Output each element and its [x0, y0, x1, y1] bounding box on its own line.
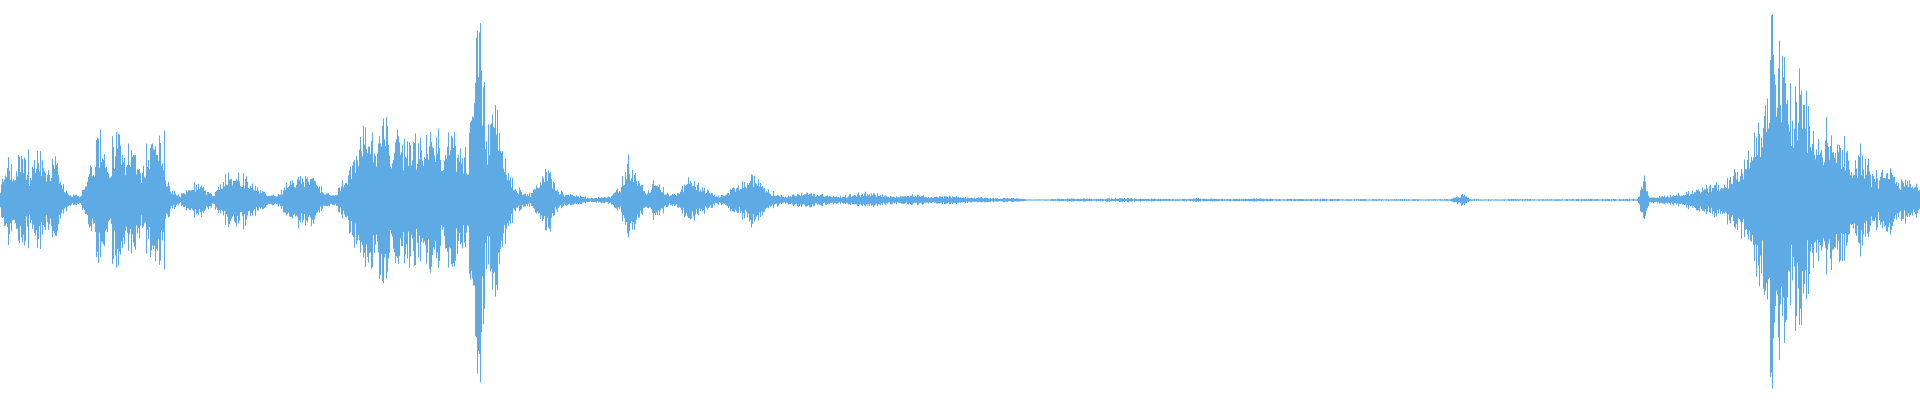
waveform-body [0, 14, 1920, 389]
waveform-samples [0, 14, 1920, 389]
